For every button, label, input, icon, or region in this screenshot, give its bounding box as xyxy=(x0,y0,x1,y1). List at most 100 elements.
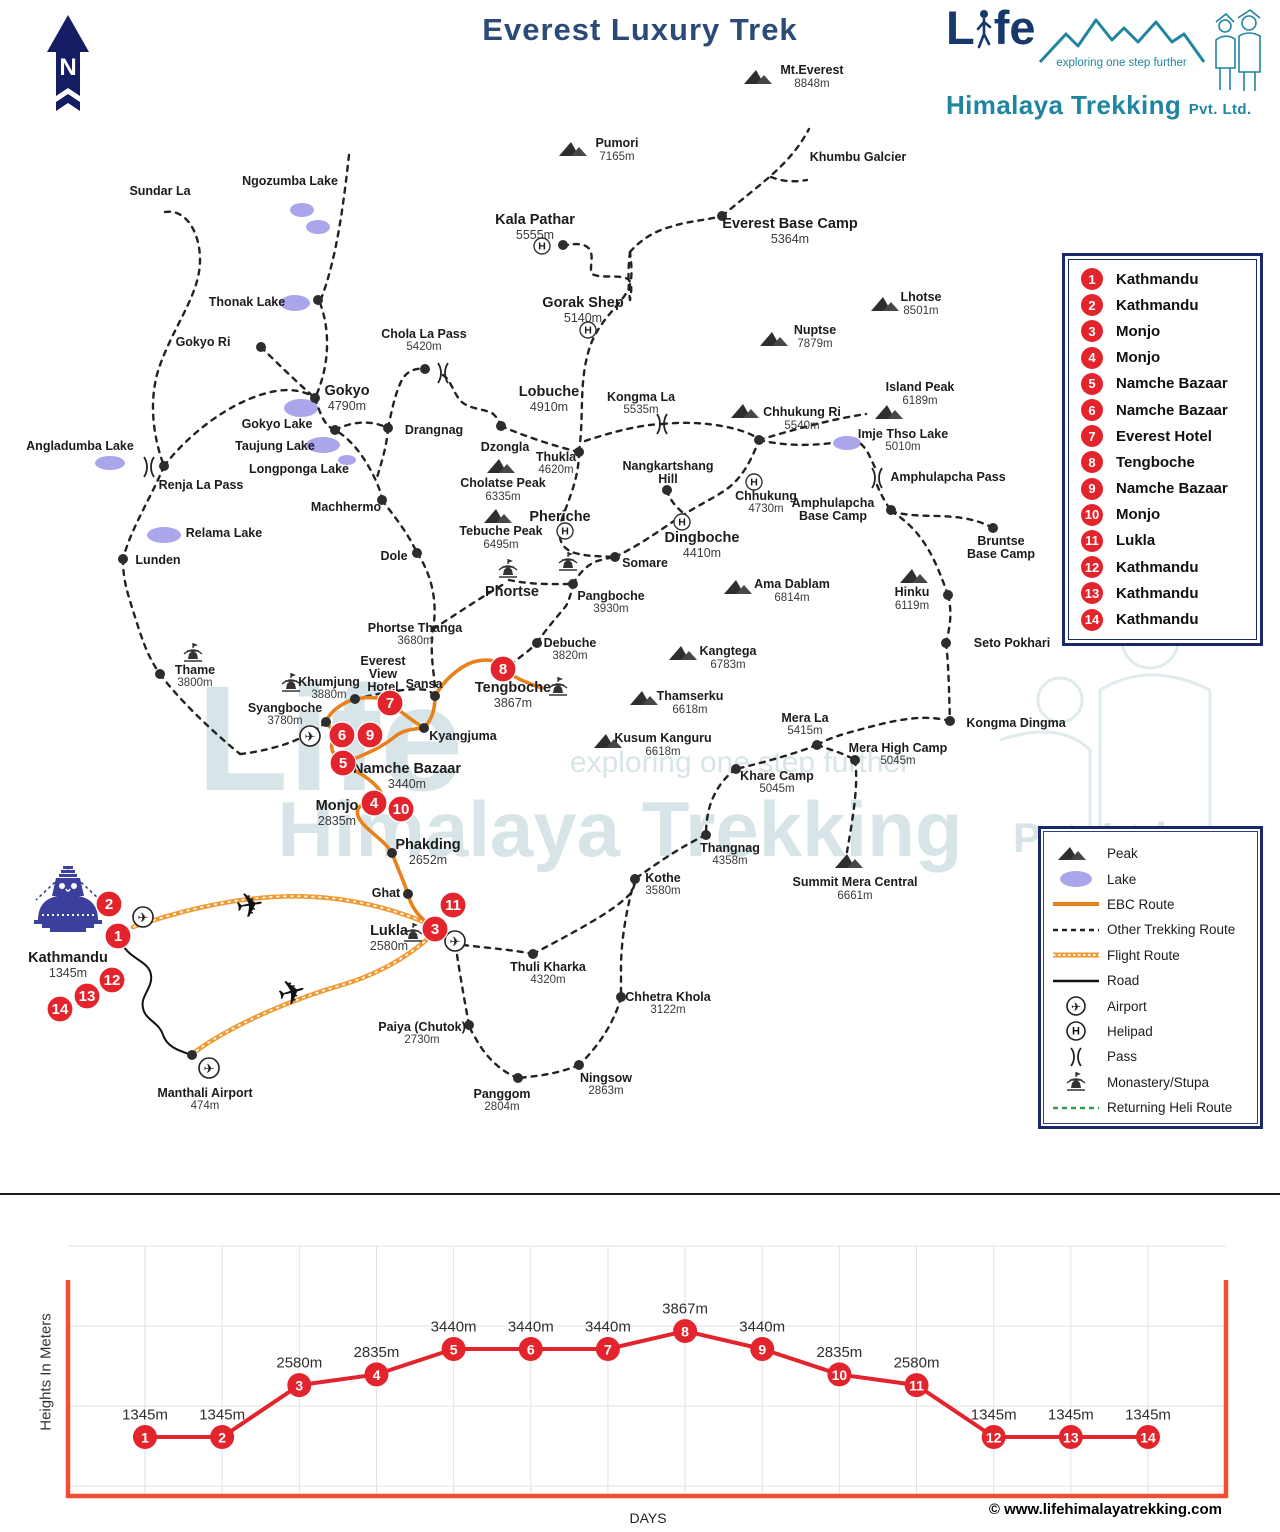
routes xyxy=(121,127,995,1080)
pass-icon xyxy=(143,456,155,478)
place-elev: 2863m xyxy=(588,1085,623,1097)
place-gokyo-ri: Gokyo Ri xyxy=(176,335,266,352)
marker-number: 12 xyxy=(104,972,121,989)
legend-label: EBC Route xyxy=(1107,896,1175,912)
place-elev: 3800m xyxy=(177,677,212,689)
place-seto-pokhari: Seto Pokhari xyxy=(941,636,1050,650)
north-arrow-shape xyxy=(47,15,89,96)
point-day-number: 2 xyxy=(218,1430,226,1446)
legend-label: Airport xyxy=(1107,998,1147,1014)
route-marker-2: 2 xyxy=(95,890,123,918)
airplane-icon: ✈ xyxy=(233,885,268,927)
legend-icon-cell xyxy=(1045,944,1107,966)
point-elev-label: 2835m xyxy=(354,1344,400,1361)
chart-axis-frame xyxy=(65,1280,1229,1499)
place-elev: 3880m xyxy=(311,689,346,701)
north-label: N xyxy=(59,54,76,81)
logo-people-icon xyxy=(1214,9,1261,91)
place-name: Gokyo xyxy=(324,383,369,399)
point-day-number: 3 xyxy=(295,1378,303,1394)
legend-peak-icon xyxy=(1058,846,1086,860)
legend-helipad-icon: H xyxy=(1066,1021,1086,1042)
legend-label: Lake xyxy=(1107,871,1137,887)
legend-label: Flight Route xyxy=(1107,947,1180,963)
peak-elev: 6119m xyxy=(895,600,929,612)
logo-mountains-icon xyxy=(1038,18,1205,64)
route-marker-12: 12 xyxy=(98,966,126,994)
place-name: Panggom xyxy=(474,1087,531,1101)
itinerary-place: Tengboche xyxy=(1116,453,1195,471)
place-name: Pangboche xyxy=(577,589,644,603)
elevation-line xyxy=(145,1329,1148,1439)
place-name: Kyangjuma xyxy=(429,729,497,743)
place-elev: 5420m xyxy=(406,341,441,353)
place-name: Chola La Pass xyxy=(381,327,466,341)
itinerary-place: Namche Bazaar xyxy=(1116,375,1228,393)
place-dzongla: Dzongla xyxy=(481,421,530,454)
place-name: Imje Thso Lake xyxy=(858,427,948,441)
place-amphulapcha-pass: Amphulapcha Pass xyxy=(890,470,1005,484)
place-paiya-chutok-: Paiya (Chutok)2730m xyxy=(378,1020,474,1046)
svg-text:H: H xyxy=(1072,1026,1080,1038)
place-name: Kongma La xyxy=(607,390,676,404)
place-elev: 3867m xyxy=(494,696,532,710)
lake xyxy=(95,456,125,470)
peak-name: Lhotse xyxy=(901,290,942,304)
legend-label: Helipad xyxy=(1107,1023,1153,1039)
place-kongma-dingma: Kongma Dingma xyxy=(945,716,1067,730)
place-lunden: Lunden xyxy=(118,553,181,567)
marker-number: 3 xyxy=(431,921,439,938)
helipad-icon: H xyxy=(673,513,691,531)
place-name: Gokyo Ri xyxy=(176,335,231,349)
legend-ebc-icon xyxy=(1053,902,1099,907)
place-name: Chhetra Khola xyxy=(625,990,711,1004)
peak-elev: 6495m xyxy=(483,539,518,551)
trek-map: Life exploring one step further Himalaya… xyxy=(26,63,1212,1113)
monastery-icon xyxy=(548,677,568,696)
route-marker-5: 5 xyxy=(329,749,357,777)
place-name: Paiya (Chutok) xyxy=(378,1020,466,1034)
peak-elev: 6189m xyxy=(902,395,937,407)
monastery-icon xyxy=(183,643,203,662)
place-elev: 2804m xyxy=(484,1101,519,1113)
point-day-number: 11 xyxy=(909,1378,924,1394)
peak-name: Nuptse xyxy=(794,323,836,337)
place-elev: 3122m xyxy=(650,1004,685,1016)
day-badge: 10 xyxy=(1081,503,1103,526)
place-elev: 5555m xyxy=(516,228,554,242)
legend-label: Peak xyxy=(1107,846,1138,862)
lake xyxy=(338,455,356,465)
place-name: Manthali Airport xyxy=(157,1086,253,1100)
place-name: Syangboche xyxy=(248,701,322,715)
place-name: Renja La Pass xyxy=(159,478,244,492)
lake xyxy=(280,295,310,311)
helipad-h: H xyxy=(678,517,686,529)
airport-icon: ✈ xyxy=(444,930,466,952)
peak-name: Thamserku xyxy=(657,689,724,703)
point-day-number: 9 xyxy=(758,1342,766,1358)
point-elev-label: 3440m xyxy=(585,1319,631,1336)
